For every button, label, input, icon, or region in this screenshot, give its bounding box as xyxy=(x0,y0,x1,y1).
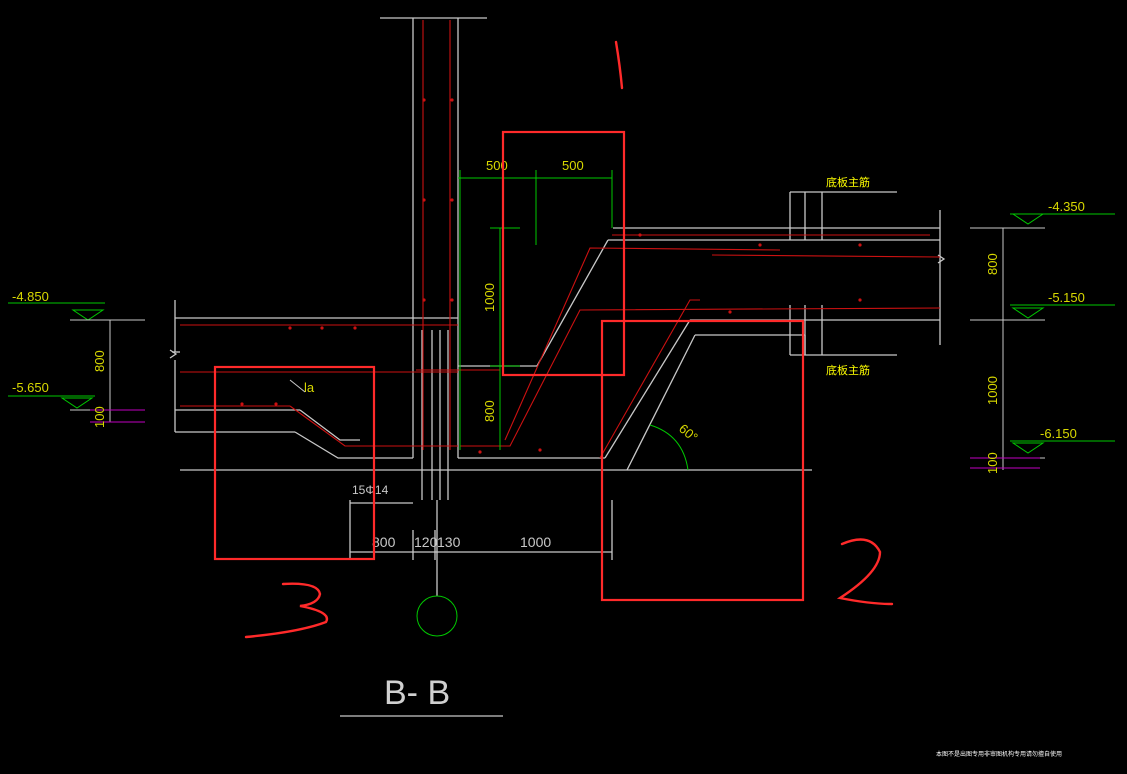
handwritten-mark-3 xyxy=(244,582,329,639)
dim-left-800: 800 xyxy=(92,350,107,372)
rebar-dots xyxy=(240,98,862,454)
dim-left-100: 100 xyxy=(92,406,107,428)
elevation-triangles xyxy=(60,213,1045,454)
dim-vert-1000: 1000 xyxy=(482,283,497,312)
section-title: B- B xyxy=(384,674,450,712)
elevation-right-bottom: -6.150 xyxy=(1040,426,1077,441)
elevation-right-top: -4.350 xyxy=(1048,199,1085,214)
handwritten-mark-2 xyxy=(836,538,894,606)
footer-note: 本图不是出图专用非审图机构专用请勿擅自使用 xyxy=(936,750,1062,758)
highlight-boxes xyxy=(213,130,805,602)
dim-right-1000: 1000 xyxy=(985,376,1000,405)
elevation-left-bottom: -5.650 xyxy=(12,380,49,395)
mark-2-text: 2 xyxy=(0,0,1,1)
elevation-left-top: -4.850 xyxy=(12,289,49,304)
handwritten-marks xyxy=(244,40,894,639)
magenta-lines xyxy=(90,409,1040,469)
dim-vert-800: 800 xyxy=(482,400,497,422)
highlight-box-3 xyxy=(213,365,376,561)
dim-top-500a: 500 xyxy=(486,158,508,173)
mark-3-text: 3 xyxy=(0,0,1,1)
elevation-right-mid: -5.150 xyxy=(1048,290,1085,305)
highlight-box-1 xyxy=(501,130,626,377)
dim-bottom-120: 120 xyxy=(414,534,438,550)
label-rebar-bottom: 底板主筋 xyxy=(826,363,870,377)
label-rebar-top: 底板主筋 xyxy=(826,175,870,189)
rebar-lines xyxy=(180,20,941,459)
label-rebar-count: 15Φ14 xyxy=(352,483,389,497)
dim-right-800: 800 xyxy=(985,253,1000,275)
green-dimension-lines xyxy=(8,170,1115,637)
dim-bottom-1000: 1000 xyxy=(520,534,551,550)
dim-bottom-130: 130 xyxy=(437,534,461,550)
label-angle: 60° xyxy=(676,421,701,445)
dim-right-100: 100 xyxy=(985,452,1000,474)
highlight-box-2 xyxy=(600,319,805,602)
dim-top-500b: 500 xyxy=(562,158,584,173)
label-la: la xyxy=(304,380,315,395)
handwritten-mark-1 xyxy=(614,40,624,90)
mark-1-text: 1 xyxy=(0,0,1,1)
la-leader xyxy=(289,379,306,393)
dim-ticks-gray xyxy=(70,227,1045,470)
dim-bottom-800: 800 xyxy=(372,534,396,550)
